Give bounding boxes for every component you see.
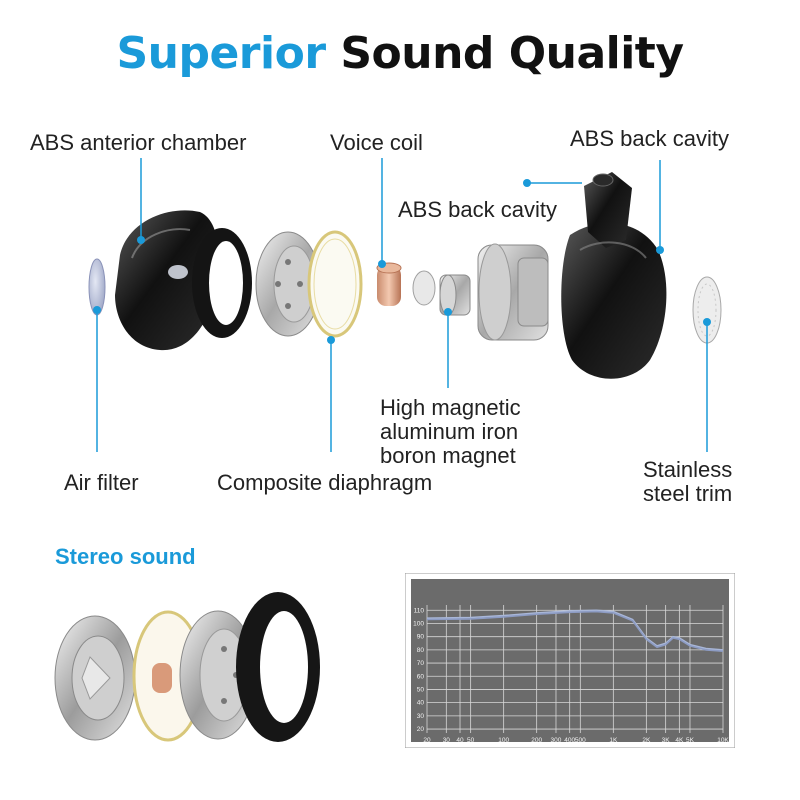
exploded-view-illustration <box>88 158 722 452</box>
y-tick-label: 110 <box>414 607 425 614</box>
stereo-driver-illustration <box>54 592 320 742</box>
label-steel-trim-line1: Stainless <box>643 457 733 482</box>
x-tick-label: 4K <box>675 737 684 744</box>
composite-diaphragm-part <box>307 230 363 338</box>
page-title: Superior Sound Quality <box>0 28 800 79</box>
x-tick-label: 100 <box>498 737 509 744</box>
x-tick-label: 400 <box>564 737 575 744</box>
y-tick-label: 100 <box>413 620 424 627</box>
voice-coil-part <box>376 262 402 306</box>
x-tick-label: 50 <box>467 737 475 744</box>
y-tick-label: 90 <box>417 634 425 641</box>
y-tick-label: 30 <box>417 713 425 720</box>
x-tick-label: 2K <box>642 737 651 744</box>
y-tick-label: 80 <box>417 647 425 654</box>
stereo-sound-heading: Stereo sound <box>55 544 196 569</box>
x-tick-label: 20 <box>423 737 431 744</box>
y-tick-label: 70 <box>417 660 425 667</box>
label-magnet-line1: High magnetic <box>380 395 521 420</box>
title-accent: Superior <box>116 28 326 79</box>
x-tick-label: 500 <box>575 737 586 744</box>
anterior-chamber-part <box>115 210 219 351</box>
y-tick-label: 40 <box>417 700 425 707</box>
label-composite-diaphragm: Composite diaphragm <box>217 470 433 495</box>
y-tick-label: 50 <box>417 686 425 693</box>
label-steel-trim: Stainless steel trim <box>643 458 732 506</box>
label-magnet-line2: aluminum iron <box>380 419 519 444</box>
label-magnet-line3: boron magnet <box>380 443 516 468</box>
x-tick-label: 40 <box>456 737 464 744</box>
label-voice-coil: Voice coil <box>330 130 423 155</box>
gasket-ring-part <box>192 228 252 338</box>
x-tick-label: 10K <box>717 737 729 744</box>
x-tick-label: 5K <box>686 737 695 744</box>
label-abs-back-cavity-top: ABS back cavity <box>570 126 729 151</box>
magnet-part <box>439 274 471 316</box>
label-air-filter: Air filter <box>64 470 139 495</box>
x-tick-label: 300 <box>551 737 562 744</box>
magnet-disc-part <box>412 270 436 306</box>
label-steel-trim-line2: steel trim <box>643 481 733 506</box>
leader-lines <box>96 158 708 452</box>
frequency-curve <box>426 610 724 652</box>
y-tick-label: 20 <box>417 726 425 733</box>
x-tick-label: 3K <box>662 737 671 744</box>
x-tick-label: 200 <box>531 737 542 744</box>
back-shell-part <box>561 172 667 379</box>
label-abs-back-cavity-mid: ABS back cavity <box>398 197 557 222</box>
x-tick-label: 30 <box>443 737 451 744</box>
title-main: Sound Quality <box>340 28 684 79</box>
y-tick-label: 60 <box>417 673 425 680</box>
label-magnet: High magnetic aluminum iron boron magnet <box>380 396 521 468</box>
blue-dot-icon <box>93 179 711 344</box>
x-tick-label: 1K <box>609 737 618 744</box>
back-cup-part <box>477 243 549 341</box>
label-abs-anterior-chamber: ABS anterior chamber <box>30 130 247 155</box>
